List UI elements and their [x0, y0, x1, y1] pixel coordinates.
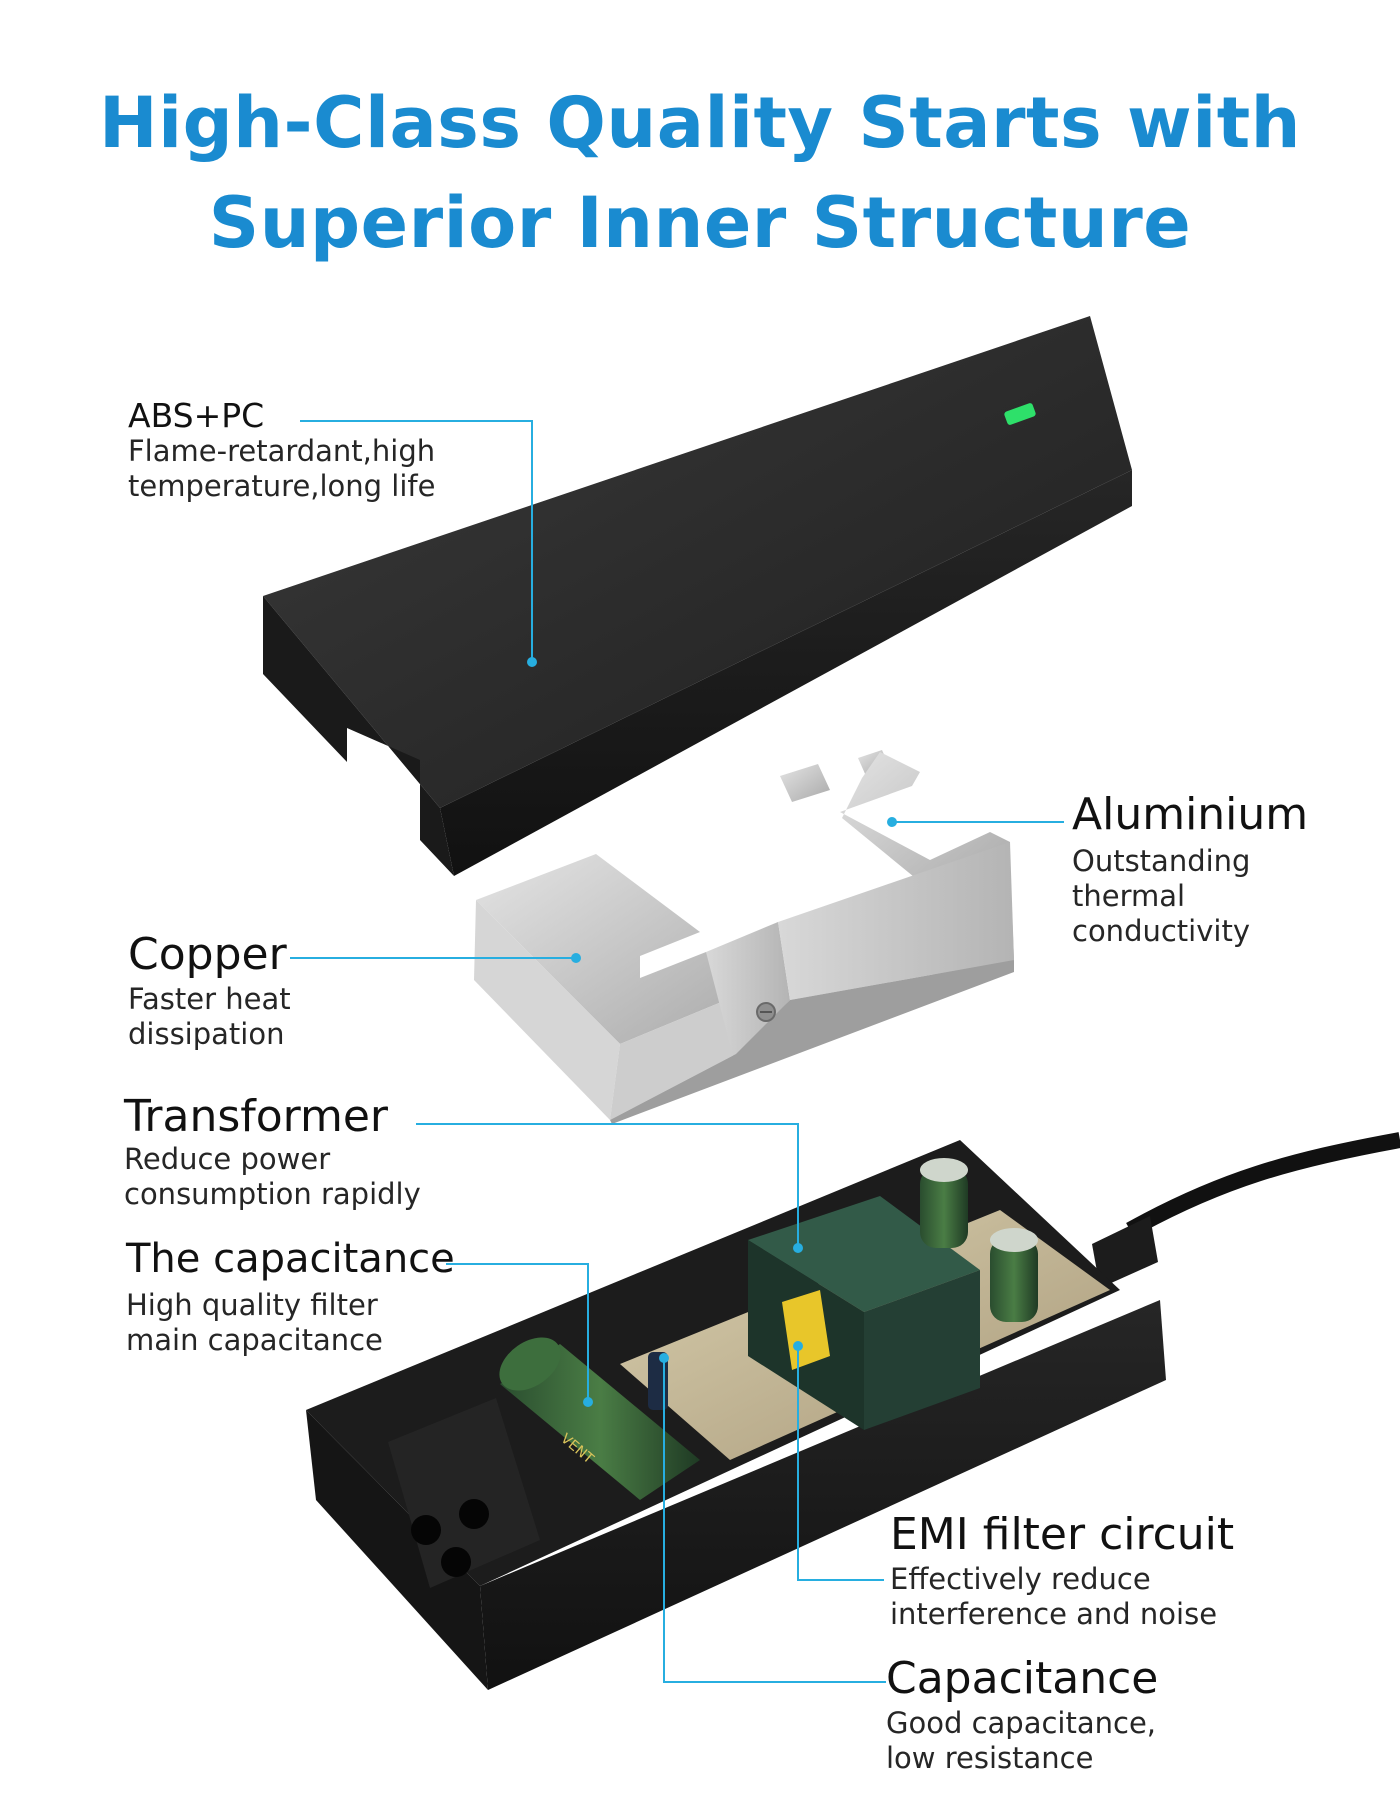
ac-inlet-pin-icon: [459, 1499, 489, 1529]
top-case-front-face: [440, 470, 1132, 876]
copper-shield-bottom-face: [610, 960, 1014, 1124]
rear-capacitors: [920, 1158, 1038, 1322]
label-copper-title: Copper: [128, 929, 287, 980]
bottom-case-front-face: [480, 1300, 1166, 1690]
headline-line-2: Superior Inner Structure: [208, 182, 1192, 264]
label-abs-pc-title: ABS+PC: [128, 396, 265, 435]
label-aluminium-desc-3: conductivity: [1072, 914, 1250, 949]
label-aluminium-desc-2: thermal: [1072, 879, 1186, 914]
label-aluminium: Aluminium Outstanding thermal conductivi…: [1072, 789, 1309, 949]
callout-line-capacitance-main: [446, 1263, 589, 1402]
transformer-tape: [782, 1290, 830, 1370]
ac-inlet-pin-icon: [411, 1515, 441, 1545]
headline-line-1: High-Class Quality Starts with: [99, 82, 1301, 164]
label-capacitance-main-title: The capacitance: [126, 1236, 455, 1282]
label-capacitance-desc-1: Good capacitance,: [886, 1706, 1157, 1741]
top-case-top-face: [263, 316, 1132, 808]
callout-dots: [527, 657, 897, 1407]
label-copper-desc-2: dissipation: [128, 1017, 285, 1052]
label-copper: Copper Faster heat dissipation: [128, 929, 291, 1052]
headline: High-Class Quality Starts with Superior …: [0, 88, 1400, 258]
callout-line-abs-pc: [300, 420, 533, 662]
label-transformer-desc-2: consumption rapidly: [124, 1177, 421, 1212]
label-emi-filter-desc-2: interference and noise: [890, 1597, 1218, 1632]
main-capacitor: VENT: [499, 1337, 700, 1500]
callout-lines: [290, 420, 1064, 1683]
callout-line-transformer: [416, 1123, 799, 1248]
label-abs-pc: ABS+PC Flame-retardant,high temperature,…: [128, 396, 436, 504]
label-aluminium-desc-1: Outstanding: [1072, 844, 1251, 879]
label-transformer-desc-1: Reduce power: [124, 1142, 331, 1177]
ac-inlet-pin-icon: [441, 1547, 471, 1577]
label-capacitance-main: The capacitance High quality filter main…: [126, 1238, 455, 1358]
label-abs-pc-desc-1: Flame-retardant,high: [128, 433, 436, 468]
bottom-case-left-face: [306, 1410, 488, 1690]
label-emi-filter: EMI filter circuit Effectively reduce in…: [890, 1509, 1235, 1632]
bottom-case: VENT: [306, 1140, 1166, 1690]
label-aluminium-title: Aluminium: [1072, 789, 1309, 840]
label-capacitance-title: Capacitance: [886, 1653, 1159, 1704]
power-cable: [1092, 1132, 1400, 1288]
label-capacitance-main-desc-2: main capacitance: [126, 1323, 383, 1357]
label-emi-filter-title: EMI filter circuit: [890, 1509, 1235, 1560]
label-abs-pc-desc-2: temperature,long life: [128, 468, 436, 503]
led-indicator-icon: [1004, 403, 1036, 425]
callout-line-capacitance: [663, 1358, 886, 1683]
copper-shield: [474, 842, 1014, 1124]
label-copper-desc-1: Faster heat: [128, 982, 291, 1017]
top-case-left-face: [263, 596, 454, 876]
label-transformer-title: Transformer: [124, 1091, 389, 1142]
callout-line-emi: [797, 1346, 884, 1581]
label-capacitance: Capacitance Good capacitance, low resist…: [886, 1653, 1159, 1776]
label-transformer: Transformer Reduce power consumption rap…: [124, 1091, 421, 1212]
top-case: [263, 316, 1132, 876]
label-emi-filter-desc-1: Effectively reduce: [890, 1562, 1151, 1597]
label-capacitance-main-desc-1: High quality filter: [126, 1288, 378, 1322]
label-capacitance-desc-2: low resistance: [886, 1741, 1094, 1776]
transformer: [748, 1196, 980, 1430]
